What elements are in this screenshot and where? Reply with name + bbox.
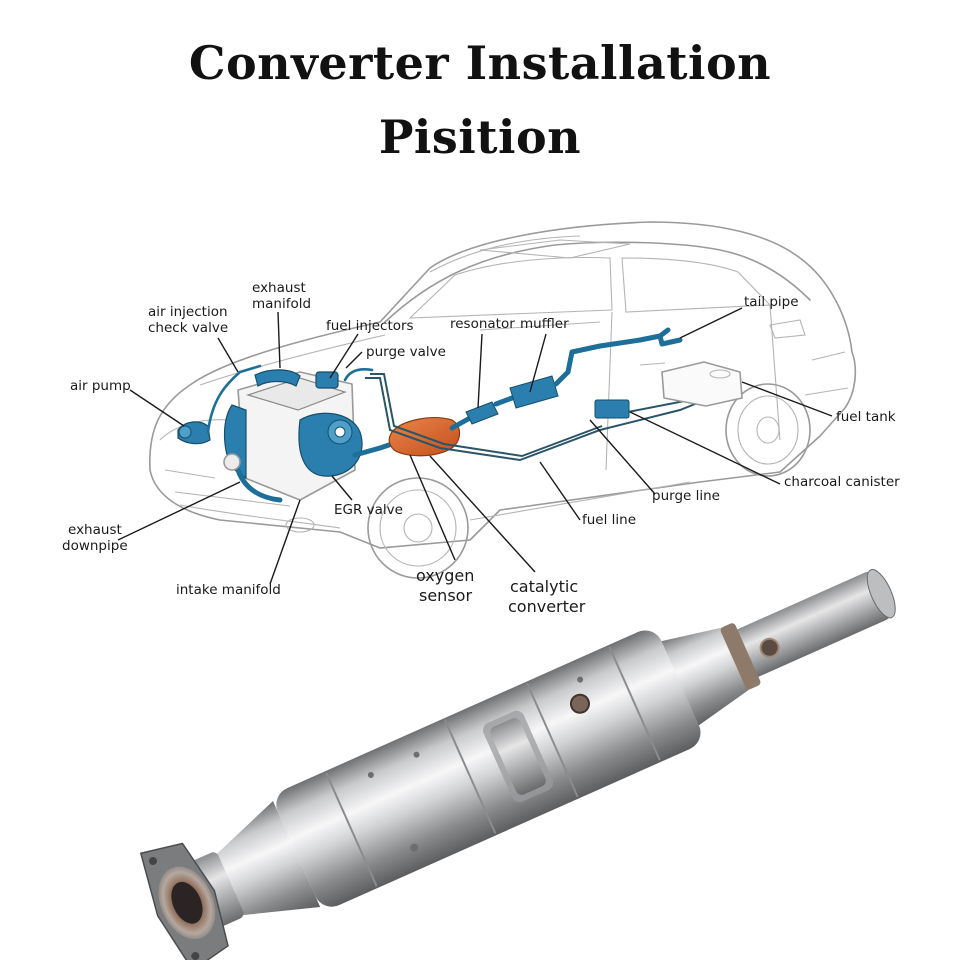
label-fuel-injectors: fuel injectors [326,318,414,334]
label-resonator: resonator [450,316,515,332]
page-title-line-1: Converter Installation [188,36,772,90]
label-exhaust-manifold-1: exhaust [252,280,306,296]
label-muffler: muffler [520,316,569,332]
label-exhaust-downpipe-2: downpipe [62,538,128,554]
leader-lines [117,307,833,585]
label-air-injection-check-valve-1: air injection [148,304,228,320]
label-oxygen-sensor-2: sensor [419,586,472,605]
label-oxygen-sensor-1: oxygen [416,566,474,585]
label-exhaust-manifold-2: manifold [252,296,311,312]
label-egr-valve: EGR valve [334,502,403,518]
catalytic-converter-product-image [139,569,896,960]
label-purge-valve: purge valve [366,344,446,360]
callout-labels: exhaust manifold air injection check val… [62,280,900,616]
label-intake-manifold: intake manifold [176,582,281,598]
label-catalytic-converter-2: converter [508,597,586,616]
label-charcoal-canister: charcoal canister [784,474,900,490]
label-fuel-line: fuel line [582,512,636,528]
label-purge-line: purge line [652,488,720,504]
label-fuel-tank: fuel tank [836,409,896,425]
page-title-line-2: Pisition [378,110,582,164]
label-exhaust-downpipe-1: exhaust [68,522,122,538]
label-air-pump: air pump [70,378,131,394]
label-tail-pipe: tail pipe [744,294,799,310]
engine-assembly [177,364,401,503]
label-catalytic-converter-1: catalytic [510,577,578,596]
car-outline [149,221,857,579]
exhaust-system [365,327,743,462]
label-air-injection-check-valve-2: check valve [148,320,228,336]
